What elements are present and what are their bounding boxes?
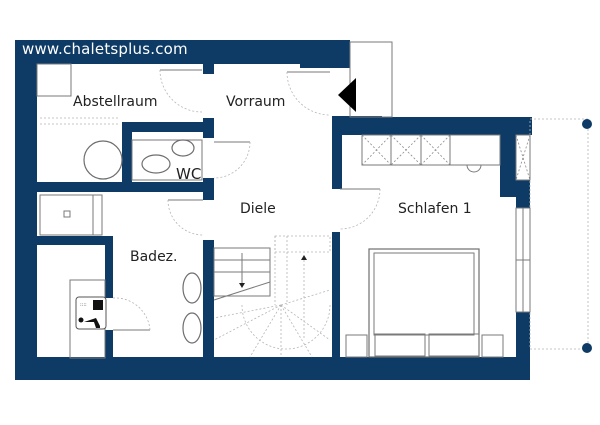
terrace-post-icon bbox=[582, 119, 592, 129]
shower-tray bbox=[39, 194, 103, 236]
walls bbox=[15, 40, 532, 380]
room-label-badez: Badez. bbox=[130, 249, 178, 265]
boiler-tank bbox=[83, 140, 123, 180]
wc-sink-icon bbox=[171, 139, 195, 157]
entrance-arrow-icon bbox=[338, 78, 356, 112]
room-label-vorraum: Vorraum bbox=[226, 94, 286, 110]
nightstand bbox=[345, 334, 368, 358]
bath-sink-icon bbox=[182, 312, 202, 344]
nightstand bbox=[481, 334, 504, 358]
room-label-diele: Diele bbox=[240, 201, 276, 217]
terrace-post-icon bbox=[582, 343, 592, 353]
terrace-outline bbox=[529, 118, 589, 350]
shelf bbox=[36, 63, 72, 97]
entrance-landing bbox=[349, 41, 393, 118]
stair-down-arrow-icon bbox=[239, 283, 245, 288]
double-bed bbox=[368, 248, 480, 358]
room-label-abstellraum: Abstellraum bbox=[73, 94, 158, 110]
stair-up-arrow-icon bbox=[301, 255, 307, 260]
room-label-wc: WC bbox=[176, 165, 202, 183]
staircase bbox=[213, 235, 331, 358]
doors bbox=[112, 69, 381, 331]
toilet-icon bbox=[141, 154, 171, 174]
bath-sink-icon bbox=[182, 272, 202, 304]
room-label-schlafen1: Schlafen 1 bbox=[398, 201, 472, 217]
watermark-url: www.chaletsplus.com bbox=[22, 40, 188, 58]
svg-text:::::: :::: bbox=[80, 302, 87, 308]
